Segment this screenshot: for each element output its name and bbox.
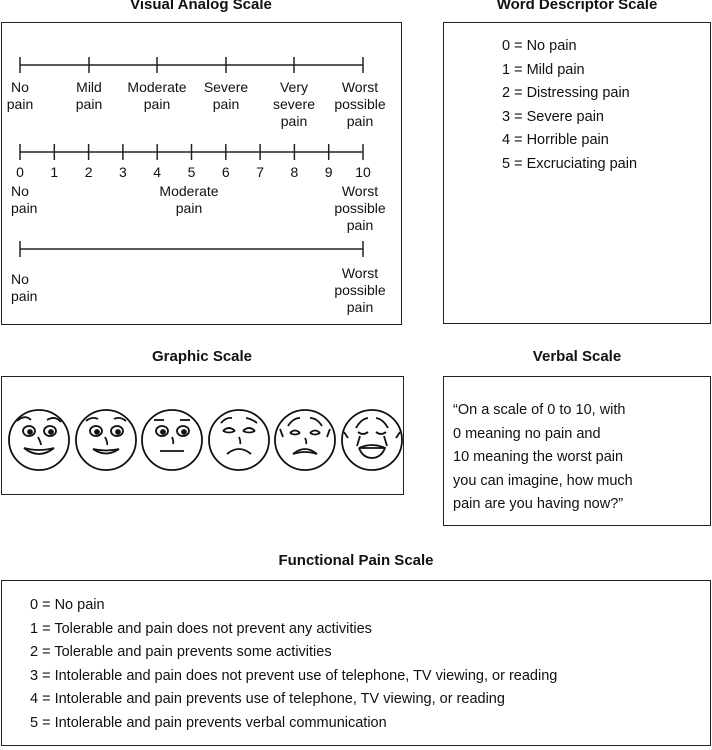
graphic-scale-box bbox=[1, 376, 404, 495]
functional-scale-item: 5 = Intolerable and pain prevents verbal… bbox=[30, 714, 387, 731]
vas2-ticks bbox=[19, 144, 364, 160]
vas2-number: 10 bbox=[355, 164, 371, 180]
very-sad-face-icon bbox=[274, 409, 336, 471]
vas-title: Visual Analog Scale bbox=[130, 0, 272, 13]
word-scale-list: 0 = No pain 1 = Mild pain 2 = Distressin… bbox=[502, 35, 637, 176]
functional-scale-box: 0 = No pain 1 = Tolerable and pain does … bbox=[1, 580, 711, 746]
functional-scale-item: 1 = Tolerable and pain does not prevent … bbox=[30, 620, 372, 637]
functional-scale-item: 4 = Intolerable and pain prevents use of… bbox=[30, 691, 505, 707]
sad-face-icon bbox=[208, 409, 270, 471]
crying-face-icon bbox=[341, 409, 403, 471]
verbal-scale-line: 10 meaning the worst pain bbox=[453, 449, 624, 465]
vas2-number: 8 bbox=[290, 164, 299, 180]
word-scale-title: Word Descriptor Scale bbox=[496, 0, 658, 13]
vas2-number: 0 bbox=[16, 164, 24, 180]
verbal-scale-line: pain are you having now?” bbox=[453, 496, 624, 512]
happy-face-icon bbox=[75, 409, 137, 471]
vas2-number: 1 bbox=[50, 164, 59, 180]
word-scale-box: 0 = No pain 1 = Mild pain 2 = Distressin… bbox=[443, 22, 711, 324]
functional-scale-list: 0 = No pain 1 = Tolerable and pain does … bbox=[30, 594, 557, 735]
word-scale-item: 1 = Mild pain bbox=[502, 61, 585, 78]
vas2-number: 4 bbox=[153, 164, 162, 180]
graphic-scale-title: Graphic Scale bbox=[151, 348, 253, 365]
word-scale-item: 5 = Excruciating pain bbox=[502, 155, 638, 172]
vas-lines bbox=[19, 57, 364, 257]
very-happy-face-icon bbox=[8, 409, 70, 471]
neutral-face-icon bbox=[141, 409, 203, 471]
vas2-number: 9 bbox=[324, 164, 333, 180]
word-scale-item: 3 = Severe pain bbox=[502, 108, 604, 125]
verbal-scale-line: “On a scale of 0 to 10, with bbox=[453, 402, 626, 418]
verbal-scale-title: Verbal Scale bbox=[532, 348, 622, 365]
verbal-scale-text: “On a scale of 0 to 10, with 0 meaning n… bbox=[453, 399, 633, 517]
vas2-number: 7 bbox=[256, 164, 264, 180]
vas2-number: 6 bbox=[221, 164, 230, 180]
vas2-number: 3 bbox=[118, 164, 127, 180]
word-scale-item: 2 = Distressing pain bbox=[502, 85, 630, 101]
functional-scale-title: Functional Pain Scale bbox=[278, 552, 434, 569]
vas2-number: 2 bbox=[84, 164, 93, 180]
word-scale-item: 0 = No pain bbox=[502, 38, 577, 54]
vas2-number: 5 bbox=[187, 164, 196, 180]
functional-scale-item: 0 = No pain bbox=[30, 597, 105, 613]
verbal-scale-line: you can imagine, how much bbox=[453, 472, 633, 489]
functional-scale-item: 3 = Intolerable and pain does not preven… bbox=[30, 667, 558, 684]
faces bbox=[8, 409, 403, 471]
functional-scale-item: 2 = Tolerable and pain prevents some act… bbox=[30, 644, 332, 660]
verbal-scale-box: “On a scale of 0 to 10, with 0 meaning n… bbox=[443, 376, 711, 526]
verbal-scale-line: 0 meaning no pain and bbox=[453, 425, 601, 442]
word-scale-item: 4 = Horrible pain bbox=[502, 132, 609, 148]
